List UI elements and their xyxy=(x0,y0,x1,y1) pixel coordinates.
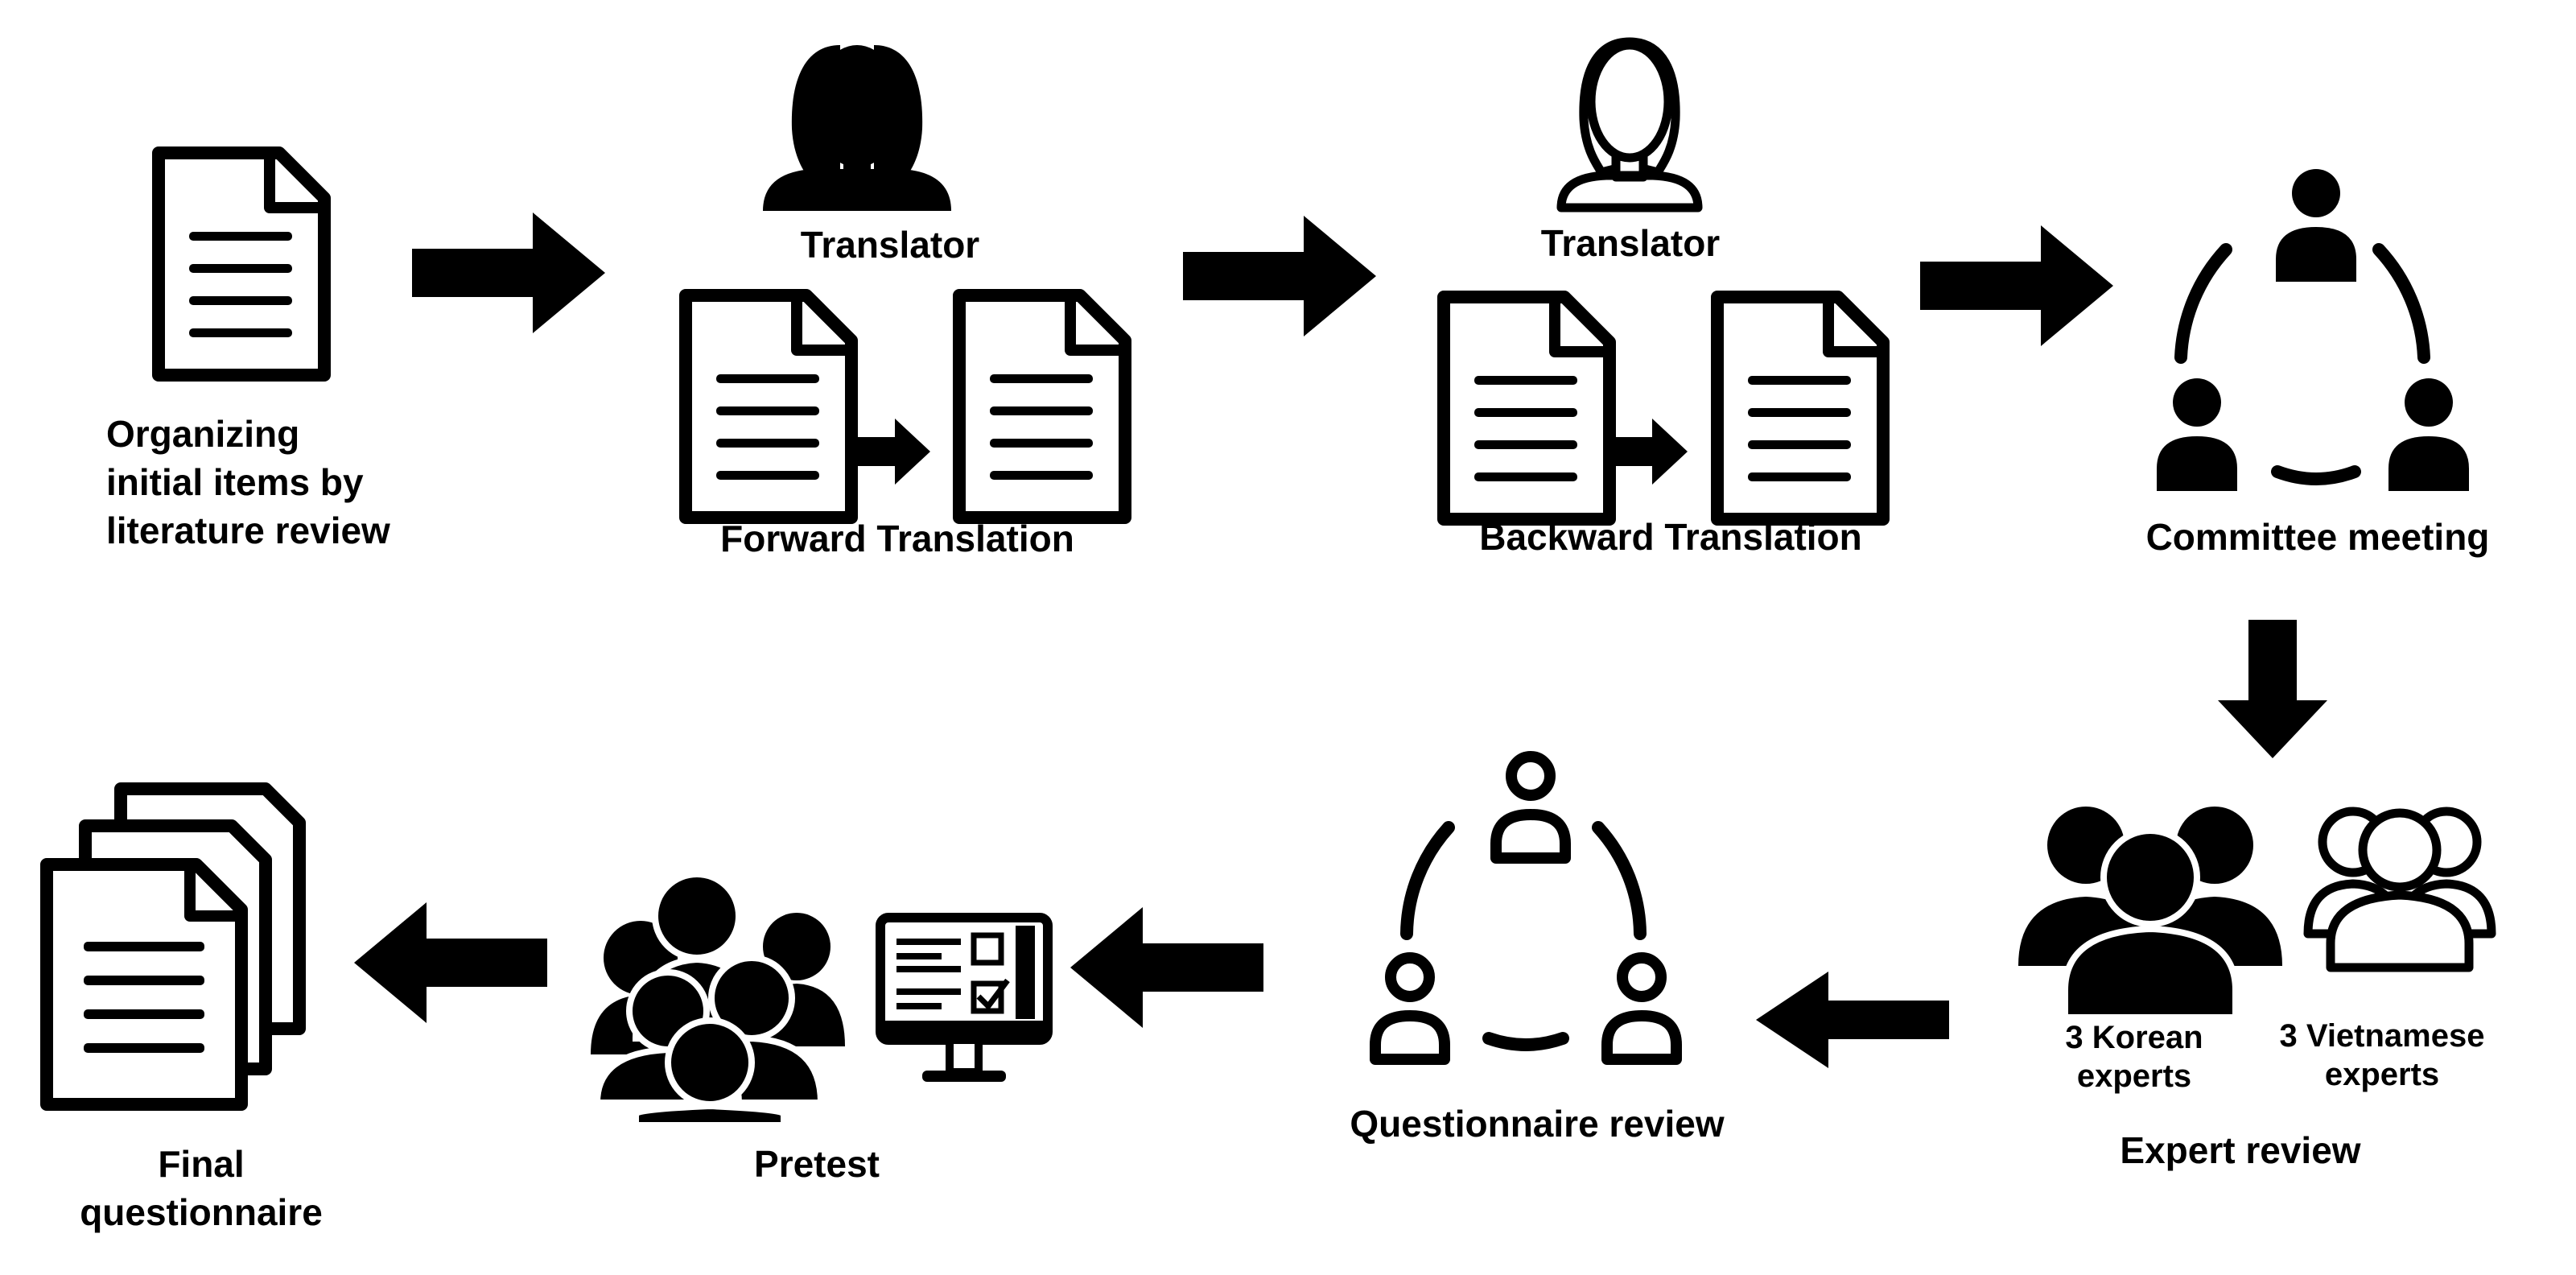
organizing-label-line2: initial items by xyxy=(106,461,364,503)
forward-translator-label: Translator xyxy=(801,224,980,266)
left-arrow-icon xyxy=(354,902,547,1023)
right-arrow-icon xyxy=(1183,216,1376,336)
translator-outline-icon xyxy=(1556,37,1703,212)
survey-monitor-icon xyxy=(876,913,1053,1082)
final-questionnaire-stack-icon xyxy=(40,782,306,1111)
korean-experts-label-line2: experts xyxy=(2077,1058,2191,1094)
compared-document-icon xyxy=(1717,297,1883,519)
final-questionnaire-label-line2: questionnaire xyxy=(80,1191,323,1233)
right-arrow-icon xyxy=(412,212,605,333)
korean-experts-icon xyxy=(2018,807,2282,1021)
vietnamese-experts-label-line2: experts xyxy=(2325,1057,2439,1092)
organizing-label-line1: Organizing xyxy=(106,413,299,455)
korean-experts-label-line1: 3 Korean xyxy=(2065,1020,2203,1055)
committee-meeting-label: Committee meeting xyxy=(2146,516,2490,558)
translator-silhouette-icon xyxy=(763,45,951,211)
pretest-label: Pretest xyxy=(754,1143,880,1185)
questionnaire-review-icon xyxy=(1375,757,1676,1059)
vietnamese-experts-label-line1: 3 Vietnamese xyxy=(2280,1018,2485,1054)
expert-review-label: Expert review xyxy=(2120,1129,2360,1171)
organizing-label-line3: literature review xyxy=(106,510,390,551)
left-arrow-icon xyxy=(1756,972,1949,1068)
translated-document-icon xyxy=(959,295,1125,518)
left-arrow-icon xyxy=(1070,907,1263,1028)
vietnamese-experts-icon xyxy=(2303,807,2496,972)
backward-translator-label: Translator xyxy=(1541,222,1721,264)
committee-meeting-icon xyxy=(2157,169,2469,491)
backward-translation-label: Backward Translation xyxy=(1479,516,1862,558)
down-arrow-icon xyxy=(2218,620,2327,758)
small-arrow-icon xyxy=(855,419,930,485)
final-questionnaire-label-line1: Final xyxy=(158,1143,244,1185)
forward-translation-label: Forward Translation xyxy=(720,518,1074,559)
back-translated-document-icon xyxy=(1444,297,1609,519)
questionnaire-review-label: Questionnaire review xyxy=(1350,1103,1724,1145)
pretest-group-icon xyxy=(591,871,845,1129)
document-icon xyxy=(159,153,324,375)
small-arrow-icon xyxy=(1612,419,1688,485)
right-arrow-icon xyxy=(1920,225,2113,346)
source-document-icon xyxy=(686,295,851,518)
